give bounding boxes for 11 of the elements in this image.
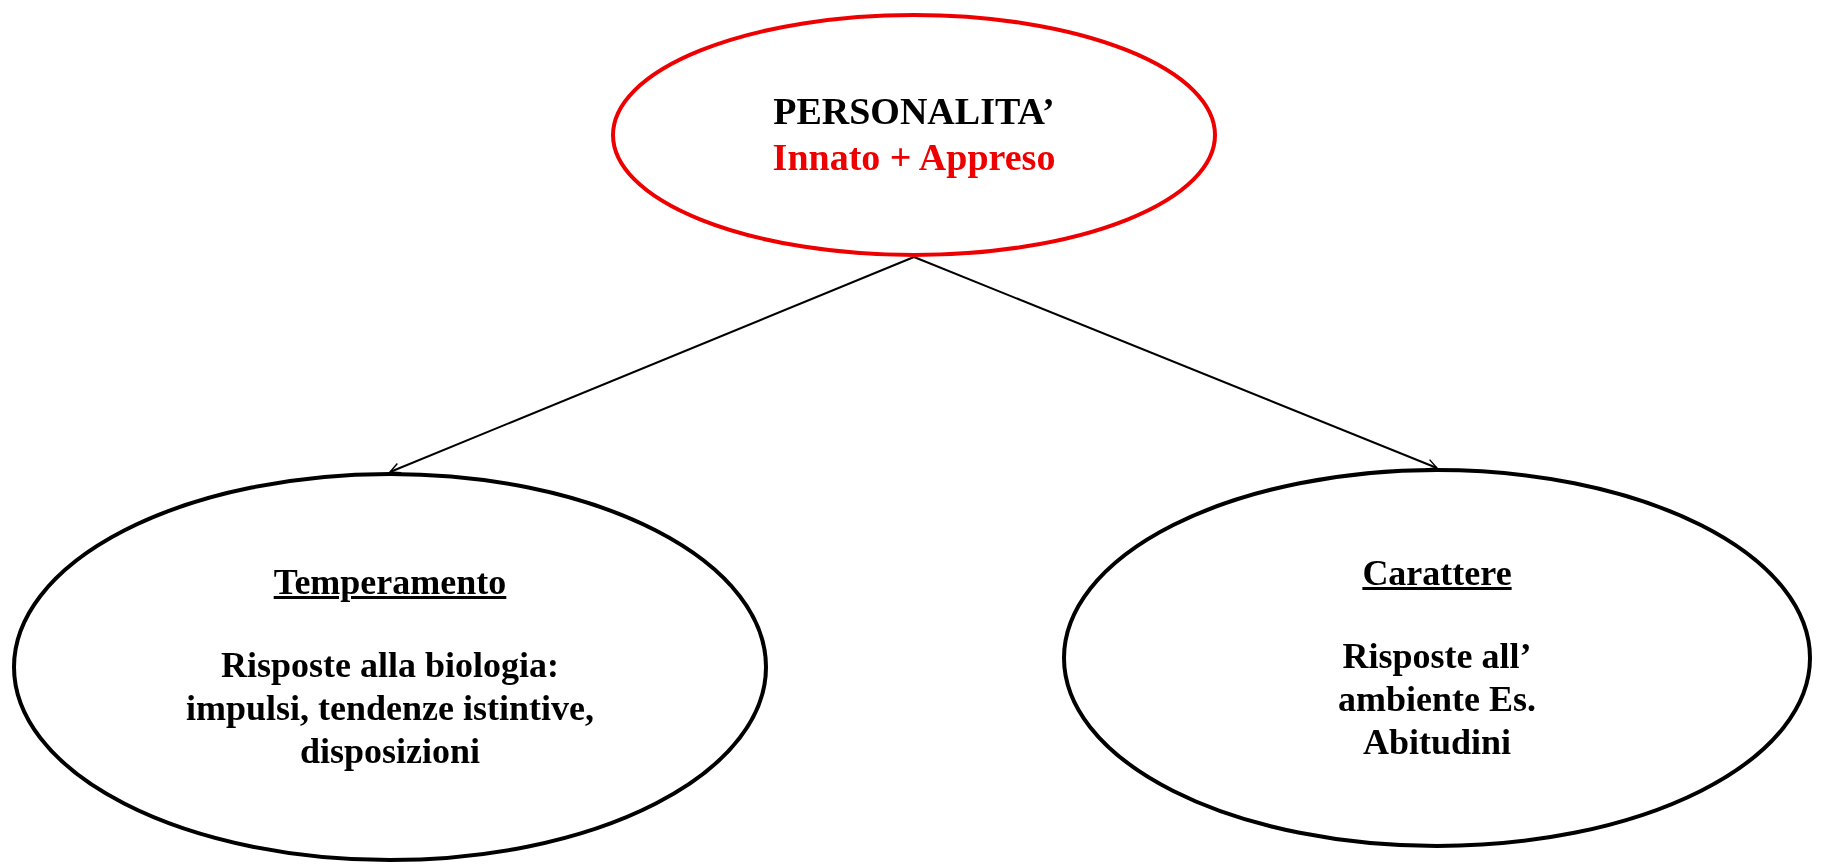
ellipse-node [12,472,768,862]
arrow [913,256,1438,470]
node-heading: Temperamento [273,560,507,604]
node-heading: PERSONALITA’ [773,89,1055,135]
arrow [389,256,915,474]
node-text: Risposte alla biologia: impulsi, tendenze istintive, disposizioni [185,643,595,774]
node-text: Risposte all’ ambiente Es. Abitudini [1337,634,1537,765]
node-heading: Carattere [1362,551,1512,595]
ellipse-node [1062,468,1812,848]
node-text: Innato + Appreso [772,135,1056,180]
ellipse-node [611,13,1217,257]
